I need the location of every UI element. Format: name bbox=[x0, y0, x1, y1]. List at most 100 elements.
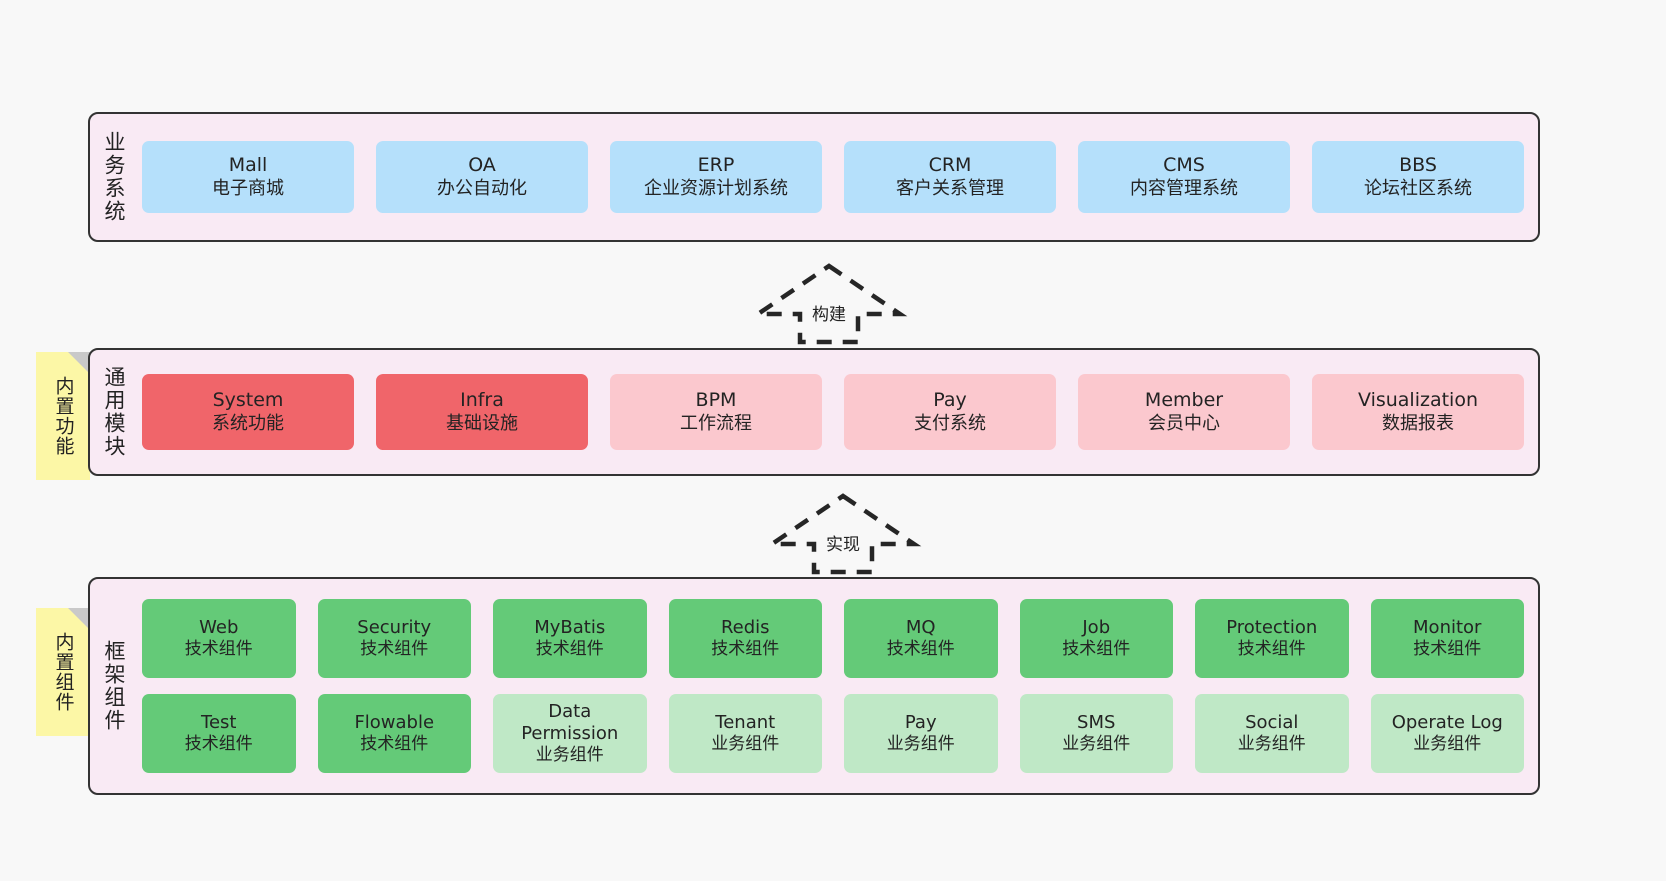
arrow-label-implement: 实现 bbox=[826, 535, 860, 555]
node-title-en: Social bbox=[1245, 712, 1299, 734]
node-title-cn: 企业资源计划系统 bbox=[644, 177, 788, 199]
node-title-en: Pay bbox=[933, 389, 967, 412]
node-row: Web 技术组件 Security 技术组件 MyBatis 技术组件 Redi… bbox=[142, 599, 1524, 678]
node-title-cn: 数据报表 bbox=[1382, 412, 1454, 434]
node-title-en: CMS bbox=[1163, 154, 1205, 177]
node-erp[interactable]: ERP 企业资源计划系统 bbox=[610, 141, 822, 213]
node-title-cn: 工作流程 bbox=[680, 412, 752, 434]
node-security[interactable]: Security 技术组件 bbox=[317, 599, 471, 678]
node-title-en: Web bbox=[199, 617, 239, 639]
node-title-cn: 技术组件 bbox=[711, 639, 780, 660]
layer-body-framework-components: Web 技术组件 Security 技术组件 MyBatis 技术组件 Redi… bbox=[138, 579, 1538, 793]
layer-body-common-modules: System 系统功能 Infra 基础设施 BPM 工作流程 Pay 支付系统… bbox=[138, 350, 1538, 474]
sticky-note-label: 内置功能 bbox=[52, 376, 75, 456]
node-social[interactable]: Social 业务组件 bbox=[1195, 694, 1349, 773]
node-title-cn: 业务组件 bbox=[711, 734, 780, 755]
layer-title-common-modules: 通用模块 bbox=[102, 366, 127, 458]
arrow-up-outline-icon bbox=[750, 263, 908, 345]
layer-business-systems: 业务系统 Mall 电子商城 OA 办公自动化 ERP 企业资源计划系统 CRM… bbox=[88, 112, 1540, 242]
node-test[interactable]: Test 技术组件 bbox=[142, 694, 296, 773]
node-title-en: BBS bbox=[1399, 154, 1437, 177]
node-title-cn: 技术组件 bbox=[360, 639, 429, 660]
node-title-en: Protection bbox=[1226, 617, 1318, 639]
node-title-en: Infra bbox=[460, 389, 504, 412]
sticky-note-builtin-features: 内置功能 bbox=[36, 352, 90, 480]
sticky-note-label: 内置组件 bbox=[52, 632, 75, 712]
node-title-cn: 业务组件 bbox=[1237, 734, 1306, 755]
node-title-en: Tenant bbox=[715, 712, 776, 734]
node-mybatis[interactable]: MyBatis 技术组件 bbox=[493, 599, 647, 678]
node-title-cn: 支付系统 bbox=[914, 412, 986, 434]
node-title-en: Flowable bbox=[354, 712, 435, 734]
node-title-en: Test bbox=[201, 712, 237, 734]
node-operate-log[interactable]: Operate Log 业务组件 bbox=[1370, 694, 1524, 773]
node-monitor[interactable]: Monitor 技术组件 bbox=[1370, 599, 1524, 678]
node-title-en: System bbox=[212, 389, 284, 412]
node-flowable[interactable]: Flowable 技术组件 bbox=[317, 694, 471, 773]
node-title-en: Monitor bbox=[1413, 617, 1482, 639]
node-title-en: Operate Log bbox=[1391, 712, 1503, 734]
node-crm[interactable]: CRM 客户关系管理 bbox=[844, 141, 1056, 213]
node-mall[interactable]: Mall 电子商城 bbox=[142, 141, 354, 213]
node-title-cn: 技术组件 bbox=[184, 734, 253, 755]
node-title-cn: 业务组件 bbox=[1062, 734, 1131, 755]
node-title-cn: 业务组件 bbox=[1413, 734, 1482, 755]
layer-body-business-systems: Mall 电子商城 OA 办公自动化 ERP 企业资源计划系统 CRM 客户关系… bbox=[138, 114, 1538, 240]
node-title-cn: 技术组件 bbox=[1413, 639, 1482, 660]
node-row: System 系统功能 Infra 基础设施 BPM 工作流程 Pay 支付系统… bbox=[142, 374, 1524, 450]
node-title-en: Member bbox=[1144, 389, 1224, 412]
node-pay-component[interactable]: Pay 业务组件 bbox=[844, 694, 998, 773]
node-infra[interactable]: Infra 基础设施 bbox=[376, 374, 588, 450]
node-title-cn: 办公自动化 bbox=[437, 177, 527, 199]
node-title-cn: 技术组件 bbox=[1237, 639, 1306, 660]
node-cms[interactable]: CMS 内容管理系统 bbox=[1078, 141, 1290, 213]
layer-title-framework-components: 框架组件 bbox=[102, 640, 127, 732]
layer-common-modules: 通用模块 System 系统功能 Infra 基础设施 BPM 工作流程 Pay… bbox=[88, 348, 1540, 476]
node-title-en: Pay bbox=[904, 712, 937, 734]
node-protection[interactable]: Protection 技术组件 bbox=[1195, 599, 1349, 678]
node-bbs[interactable]: BBS 论坛社区系统 bbox=[1312, 141, 1524, 213]
node-title-cn: 业务组件 bbox=[535, 745, 604, 766]
node-sms[interactable]: SMS 业务组件 bbox=[1019, 694, 1173, 773]
arrow-build: 构建 bbox=[750, 262, 908, 345]
node-pay-module[interactable]: Pay 支付系统 bbox=[844, 374, 1056, 450]
arrow-label-build: 构建 bbox=[812, 305, 846, 325]
node-title-en: Job bbox=[1082, 617, 1111, 639]
node-title-cn: 技术组件 bbox=[886, 639, 955, 660]
node-redis[interactable]: Redis 技术组件 bbox=[668, 599, 822, 678]
node-visualization[interactable]: Visualization 数据报表 bbox=[1312, 374, 1524, 450]
node-job[interactable]: Job 技术组件 bbox=[1019, 599, 1173, 678]
node-title-cn: 客户关系管理 bbox=[896, 177, 1004, 199]
node-title-en: ERP bbox=[697, 154, 735, 177]
node-mq[interactable]: MQ 技术组件 bbox=[844, 599, 998, 678]
node-title-cn: 论坛社区系统 bbox=[1364, 177, 1472, 199]
node-title-cn: 基础设施 bbox=[446, 412, 518, 434]
node-title-en: Mall bbox=[228, 154, 268, 177]
node-web[interactable]: Web 技术组件 bbox=[142, 599, 296, 678]
node-title-en: Security bbox=[357, 617, 432, 639]
node-title-en: MQ bbox=[905, 617, 936, 639]
node-title-en: MyBatis bbox=[534, 617, 606, 639]
node-system[interactable]: System 系统功能 bbox=[142, 374, 354, 450]
node-title-en: Visualization bbox=[1357, 389, 1478, 412]
node-title-en: SMS bbox=[1077, 712, 1116, 734]
node-title-en: BPM bbox=[695, 389, 737, 412]
node-tenant[interactable]: Tenant 业务组件 bbox=[668, 694, 822, 773]
node-oa[interactable]: OA 办公自动化 bbox=[376, 141, 588, 213]
node-title-en: CRM bbox=[928, 154, 972, 177]
node-title-en: Data Permission bbox=[521, 701, 619, 745]
node-title-cn: 技术组件 bbox=[184, 639, 253, 660]
node-title-cn: 技术组件 bbox=[535, 639, 604, 660]
node-title-cn: 会员中心 bbox=[1148, 412, 1220, 434]
node-title-cn: 电子商城 bbox=[212, 177, 284, 199]
node-row: Mall 电子商城 OA 办公自动化 ERP 企业资源计划系统 CRM 客户关系… bbox=[142, 141, 1524, 213]
node-title-en: OA bbox=[468, 154, 496, 177]
node-title-cn: 技术组件 bbox=[360, 734, 429, 755]
layer-framework-components: 框架组件 Web 技术组件 Security 技术组件 MyBatis 技术组件… bbox=[88, 577, 1540, 795]
arrow-implement: 实现 bbox=[764, 492, 922, 575]
node-member[interactable]: Member 会员中心 bbox=[1078, 374, 1290, 450]
node-data-permission[interactable]: Data Permission 业务组件 bbox=[493, 694, 647, 773]
node-bpm[interactable]: BPM 工作流程 bbox=[610, 374, 822, 450]
node-title-cn: 技术组件 bbox=[1062, 639, 1131, 660]
